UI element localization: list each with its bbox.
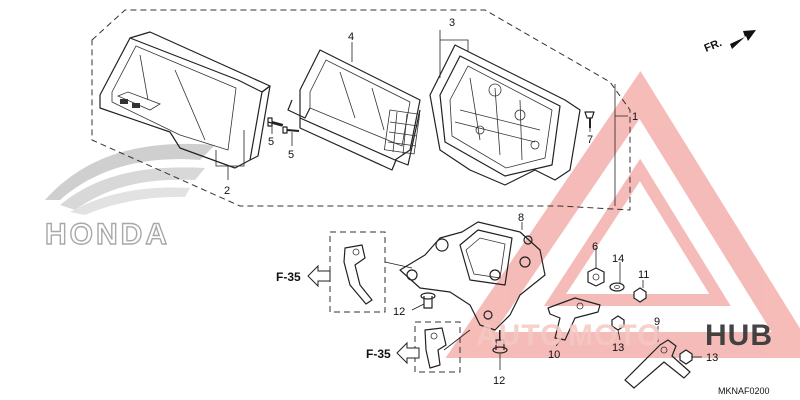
callout-12b: 12: [493, 375, 505, 387]
washer-part-14: [609, 282, 625, 292]
callout-labels: 1 2 3 4 5 5 6 7 8 9 10 11 12 12 13 13 14: [224, 17, 718, 387]
meter-stay-part-8: [399, 221, 546, 331]
ref-arrow-lower: [396, 341, 420, 365]
nut-part-13-a: [611, 315, 625, 331]
ref-box-upper: [329, 231, 386, 313]
screw-part-5-a: [267, 117, 284, 127]
callout-11: 11: [638, 269, 649, 281]
callout-5b: 5: [288, 149, 294, 161]
nut-part-6: [587, 267, 605, 287]
callout-8: 8: [518, 212, 524, 224]
nut-part-13-b: [679, 349, 693, 365]
callout-14: 14: [612, 253, 624, 265]
meter-connector-grid: [383, 109, 421, 155]
honda-wing-logo: HONDA: [44, 143, 215, 252]
front-direction-label: FR.: [703, 37, 724, 55]
watermark-moto: MOTO: [568, 319, 661, 352]
callout-7: 7: [587, 134, 593, 146]
assembly-boundary: [91, 9, 631, 211]
leader-lines: [215, 30, 702, 370]
callout-6: 6: [592, 241, 598, 253]
callout-4: 4: [348, 31, 354, 43]
callout-1: 1: [632, 111, 638, 123]
bolt-part-11: [633, 287, 647, 303]
callout-13a: 13: [612, 342, 624, 354]
ref-arrow-upper: [307, 264, 331, 288]
callout-9: 9: [654, 316, 660, 328]
meter-unit-part-4: [287, 49, 421, 171]
bracket-part-10: [547, 297, 601, 341]
callout-10: 10: [548, 349, 560, 361]
ref-label-upper: F-35: [276, 270, 301, 284]
bracket-part-9: [624, 339, 691, 389]
ref-label-lower: F-35: [366, 347, 391, 361]
callout-3: 3: [449, 17, 455, 29]
honda-logo-text: HONDA: [45, 218, 170, 251]
callout-12a: 12: [393, 306, 405, 318]
front-arrow-icon: [730, 30, 756, 49]
screw-part-7: [584, 111, 595, 128]
front-direction-indicator: FR.: [703, 30, 756, 55]
callout-2: 2: [224, 185, 230, 197]
screw-part-5-b: [282, 126, 300, 134]
meter-lens-part-2: [99, 31, 271, 169]
watermark-hub: HUB: [705, 319, 773, 352]
ref-box-lower: [414, 321, 461, 373]
meter-case-part-3: [429, 44, 581, 186]
watermark-auto: AUTO: [476, 319, 564, 352]
bolt-part-12-a: [420, 292, 436, 309]
callout-5a: 5: [268, 136, 274, 148]
callout-13b: 13: [706, 352, 718, 364]
diagram-code: MKNAF0200: [718, 386, 770, 396]
bolt-part-12-b: [492, 330, 508, 354]
watermark-text: AUTO MOTO HUB: [476, 319, 773, 352]
